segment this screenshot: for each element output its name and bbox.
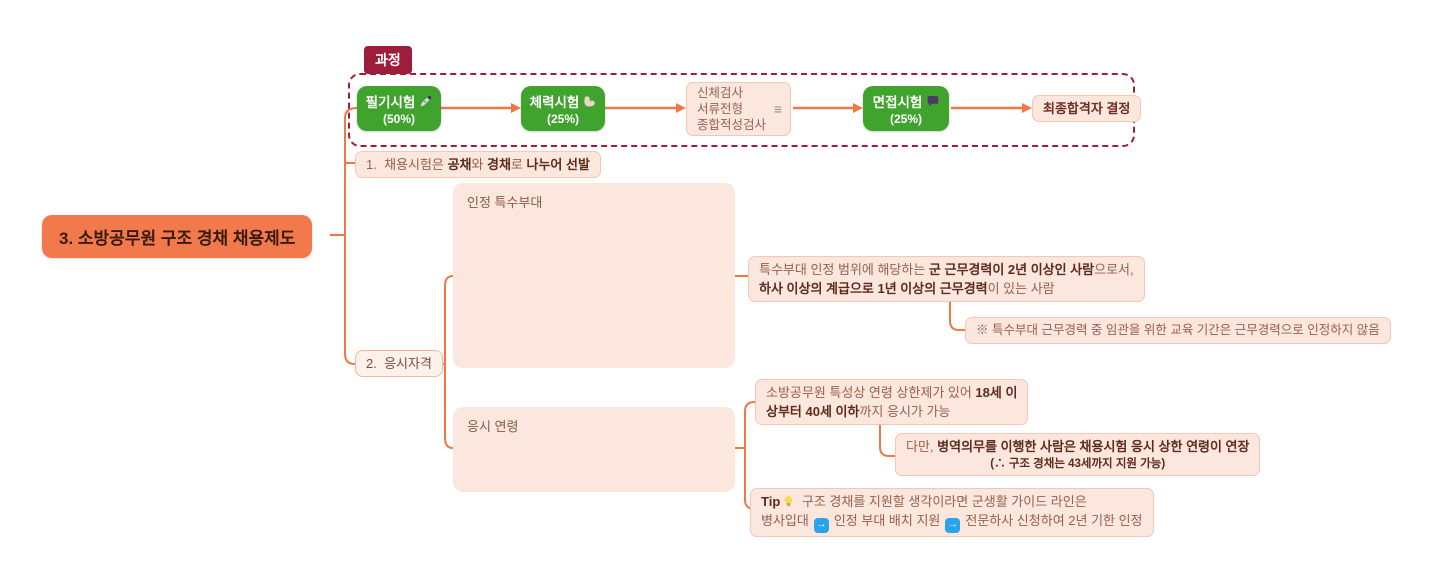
- node-item2-eligibility[interactable]: 2. 응시자격: [355, 350, 443, 377]
- screening-line-3: 종합적성검사: [697, 118, 767, 132]
- special-forces-area-label: 인정 특수부대: [467, 195, 543, 210]
- screening-line-2: 서류전형: [697, 102, 744, 116]
- age-extension-note: (∴ 구조 경채는 43세까지 지원 가능): [990, 458, 1166, 470]
- tip-line2: 병사입대→인정 부대 배치 지원→전문하사 신청하여 2년 기한 인정: [761, 511, 1143, 533]
- blue-right-arrow-icon: →: [813, 517, 829, 533]
- node-special-forces-note[interactable]: ※ 특수부대 근무경력 중 임관을 위한 교육 기간은 근무경력으로 인정하지 …: [965, 317, 1391, 344]
- blue-right-arrow-icon: →: [945, 517, 961, 533]
- node-tip[interactable]: Tip 구조 경채를 지원할 생각이라면 군생활 가이드 라인은 병사입대→인정…: [750, 488, 1154, 537]
- node-item1-recruitment-types[interactable]: 1. 채용시험은 공채와 경채로 나누어 선발: [355, 151, 601, 178]
- node-special-forces-area[interactable]: 인정 특수부대: [453, 183, 735, 368]
- light-bulb-icon: [782, 495, 795, 508]
- flexed-biceps-icon: [583, 95, 596, 108]
- special-forces-note-text: ※ 특수부대 근무경력 중 임관을 위한 교육 기간은 근무경력으로 인정하지 …: [976, 323, 1380, 337]
- screening-line-1: 신체검사: [697, 86, 744, 100]
- node-screening[interactable]: 신체검사 서류전형 종합적성검사 ≡: [686, 82, 791, 136]
- written-exam-weight: (50%): [382, 112, 415, 126]
- node-special-forces-detail[interactable]: 특수부대 인정 범위에 해당하는 군 근무경력이 2년 이상인 사람으로서, 하…: [748, 256, 1145, 302]
- interview-label: 면접시험: [872, 95, 923, 110]
- fountain-pen-icon: [419, 95, 432, 108]
- node-final-decision[interactable]: 최종합격자 결정: [1032, 95, 1142, 122]
- written-exam-label: 필기시험: [365, 95, 416, 110]
- node-age-extension[interactable]: 다만, 병역의무를 이행한 사람은 채용시험 응시 상한 연령이 연장 (∴ 구…: [895, 433, 1261, 476]
- final-decision-label: 최종합격자 결정: [1043, 101, 1131, 116]
- node-age-area[interactable]: 응시 연령: [453, 407, 735, 492]
- node-interview[interactable]: 면접시험 (25%): [863, 86, 949, 131]
- item2-label: 2. 응시자격: [366, 356, 432, 371]
- item1-text: 1. 채용시험은 공채와 경채로 나누어 선발: [366, 157, 590, 172]
- process-tag-label: 과정: [375, 52, 401, 68]
- node-physical-exam[interactable]: 체력시험 (25%): [521, 86, 605, 131]
- special-forces-detail-line1: 특수부대 인정 범위에 해당하는 군 근무경력이 2년 이상인 사람으로서,: [759, 262, 1134, 277]
- age-extension-line1: 다만, 병역의무를 이행한 사람은 채용시험 응시 상한 연령이 연장: [906, 439, 1250, 454]
- root-topic-label: 3. 소방공무원 구조 경채 채용제도: [59, 229, 296, 248]
- physical-exam-weight: (25%): [546, 112, 579, 126]
- interview-weight: (25%): [889, 112, 922, 126]
- physical-exam-label: 체력시험: [529, 95, 580, 110]
- age-limit-line2: 상부터 40세 이하까지 응시가 가능: [766, 404, 951, 419]
- collapsed-lines-icon[interactable]: ≡: [773, 101, 782, 117]
- node-written-exam[interactable]: 필기시험 (50%): [357, 86, 441, 131]
- speech-balloon-icon: [926, 95, 939, 108]
- age-limit-line1: 소방공무원 특성상 연령 상한제가 있어 18세 이: [766, 385, 1018, 400]
- tip-line1: Tip 구조 경채를 지원할 생각이라면 군생활 가이드 라인은: [761, 494, 1087, 509]
- root-topic[interactable]: 3. 소방공무원 구조 경채 채용제도: [42, 215, 313, 258]
- special-forces-detail-line2: 하사 이상의 계급으로 1년 이상의 근무경력이 있는 사람: [759, 281, 1055, 296]
- process-tag[interactable]: 과정: [364, 46, 412, 74]
- age-area-label: 응시 연령: [467, 419, 519, 434]
- node-age-limit[interactable]: 소방공무원 특성상 연령 상한제가 있어 18세 이 상부터 40세 이하까지 …: [755, 379, 1029, 425]
